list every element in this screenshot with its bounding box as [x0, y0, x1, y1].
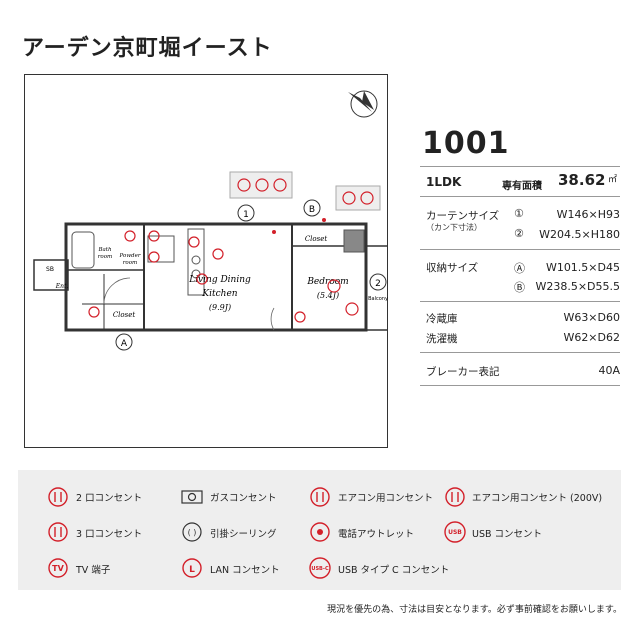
floor-plan-frame: [24, 74, 388, 448]
outlet-3-icon: [48, 522, 68, 542]
ac-outlet-icon: [310, 487, 330, 507]
area-unit: ㎡: [608, 175, 618, 185]
area-value: 38.62: [558, 171, 606, 189]
bath-label: Bath: [97, 247, 112, 253]
svg-text:A: A: [121, 339, 128, 349]
svg-text:( ): ( ): [188, 528, 197, 537]
tv-icon: TV: [48, 558, 68, 578]
svg-text:L: L: [189, 565, 195, 575]
marker-a: A: [115, 333, 133, 351]
curtain-2-value: W204.5×H180: [539, 228, 620, 241]
curtain-label: カーテンサイズ: [426, 210, 500, 222]
ac-200v-icon: [445, 487, 465, 507]
svg-text:TV: TV: [52, 564, 64, 573]
divider: [420, 166, 620, 167]
legend-outlet-3: 3 口コンセント: [76, 529, 143, 540]
outlet-box-tv: [335, 185, 381, 211]
unit-number: 1001: [422, 126, 510, 161]
unit-layout: 1LDK: [426, 175, 462, 189]
legend-phone: 電話アウトレット: [338, 529, 415, 540]
storage-label: 収納サイズ: [426, 262, 479, 274]
lan-icon: L: [182, 558, 202, 578]
compass-icon: [348, 90, 378, 118]
marker-1: 1: [237, 204, 255, 222]
legend-ac-200v: エアコン用コンセント (200V): [472, 493, 603, 504]
powder-label-room: room: [123, 260, 137, 266]
washer-value: W62×D62: [563, 331, 620, 344]
legend-ceiling: 引掛シーリング: [210, 529, 277, 540]
breaker-label: ブレーカー表記: [426, 366, 500, 378]
curtain-1-value: W146×H93: [556, 208, 620, 221]
marker-b: B: [303, 199, 321, 217]
area-label: 専有面積: [502, 181, 542, 192]
storage-b-mark: Ⓑ: [514, 281, 525, 294]
closet-top-label: Closet: [305, 235, 328, 243]
curtain-2-mark: ②: [514, 227, 524, 240]
legend-lan: LAN コンセント: [210, 565, 280, 576]
storage-b-value: W238.5×D55.5: [535, 280, 620, 293]
property-title: アーデン京町堀イースト: [22, 36, 273, 61]
divider: [420, 301, 620, 302]
divider: [420, 196, 620, 197]
usb-c-icon: USB-C: [309, 557, 331, 579]
legend-icons: TV ( ) L USB-C USB: [48, 487, 466, 579]
legend-usb: USB コンセント: [472, 529, 543, 540]
phone-icon: [310, 522, 330, 542]
bedroom-size: (5.4J): [317, 291, 339, 300]
bathtub: [71, 231, 95, 269]
storage-a-mark: Ⓐ: [514, 262, 525, 275]
divider: [420, 249, 620, 250]
breaker-value: 40A: [598, 364, 620, 377]
fridge-value: W63×D60: [563, 311, 620, 324]
divider: [420, 352, 620, 353]
legend-usb-c: USB タイプ C コンセント: [338, 565, 450, 576]
washer-label: 洗濯機: [426, 333, 458, 345]
legend-gas: ガスコンセント: [210, 493, 277, 504]
balcony-label: Balcony: [368, 296, 388, 302]
ldk-label: Living Dining: [188, 275, 251, 285]
storage-a-value: W101.5×D45: [545, 261, 620, 274]
svg-text:2: 2: [375, 279, 381, 289]
curtain-sub: （カン下寸法）: [426, 223, 482, 232]
gas-icon: [181, 490, 203, 504]
legend-tv: TV 端子: [76, 565, 111, 576]
footnote: 現況を優先の為、寸法は目安となります。必ず事前確認をお願いします。: [327, 605, 622, 615]
svg-text:B: B: [309, 205, 315, 215]
closet-bottom-label: Closet: [113, 311, 136, 319]
legend-ac: エアコン用コンセント: [338, 493, 434, 504]
svg-text:USB: USB: [448, 529, 462, 536]
bedroom-label: Bedroom: [306, 277, 348, 287]
fridge-label: 冷蔵庫: [426, 313, 458, 325]
bath-label-room: room: [98, 254, 112, 260]
phone-outlet: [272, 230, 276, 234]
outlet-2-icon: [48, 487, 68, 507]
svg-text:USB-C: USB-C: [311, 566, 329, 572]
kitchen-counter: [187, 228, 205, 296]
ldk-size: (9.9J): [209, 303, 231, 312]
ceiling-hook-icon: ( ): [182, 522, 202, 542]
svg-text:1: 1: [243, 210, 249, 220]
outlet-box-tv-lan: [229, 171, 293, 199]
divider: [420, 385, 620, 386]
entrance-label: Ent.: [55, 283, 69, 290]
floor-plan: Living Dining Kitchen (9.9J) Bedroom (5.…: [33, 90, 388, 351]
ldk-label-kitchen: Kitchen: [201, 289, 237, 299]
powder-label: Powder: [119, 253, 141, 259]
stove: [191, 255, 201, 265]
legend-outlet-2: 2 口コンセント: [76, 493, 143, 504]
unit-walls: [33, 222, 388, 332]
curtain-1-mark: ①: [514, 207, 524, 220]
outlet-symbols: [88, 230, 359, 323]
sb-label: SB: [46, 266, 54, 273]
washer-area: [147, 235, 175, 263]
marker-2: 2: [369, 273, 387, 291]
usb-icon: USB: [444, 521, 466, 543]
